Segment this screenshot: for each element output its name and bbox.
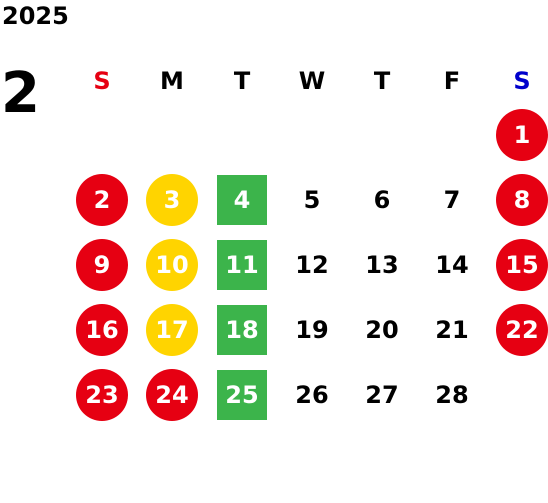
day-cell: 24 bbox=[137, 362, 207, 427]
day-25: 25 bbox=[217, 369, 267, 420]
day-4: 4 bbox=[217, 174, 267, 225]
day-cell: 17 bbox=[137, 297, 207, 362]
weekday-4: T bbox=[373, 67, 391, 95]
weekday-2: T bbox=[233, 67, 251, 95]
day-cell: 1 bbox=[487, 102, 548, 167]
weekday-3: W bbox=[298, 67, 326, 95]
day-19: 19 bbox=[295, 315, 329, 344]
day-cell: 22 bbox=[487, 297, 548, 362]
day-15: 15 bbox=[496, 238, 548, 291]
day-16: 16 bbox=[76, 303, 128, 356]
day-cell bbox=[417, 102, 487, 167]
day-12: 12 bbox=[295, 250, 329, 279]
day-28: 28 bbox=[435, 380, 469, 409]
day-cell bbox=[67, 102, 137, 167]
day-cell: 25 bbox=[207, 362, 277, 427]
day-27: 27 bbox=[365, 380, 399, 409]
day-cell: 27 bbox=[347, 362, 417, 427]
day-6: 6 bbox=[373, 185, 391, 214]
day-2: 2 bbox=[76, 173, 128, 226]
weekday-6: S bbox=[513, 67, 531, 95]
day-cell: 26 bbox=[277, 362, 347, 427]
day-cell bbox=[207, 102, 277, 167]
day-11: 11 bbox=[217, 239, 267, 290]
weekday-0: S bbox=[93, 67, 111, 95]
day-cell bbox=[137, 102, 207, 167]
day-13: 13 bbox=[365, 250, 399, 279]
year-label: 2025 bbox=[2, 2, 69, 30]
day-cell bbox=[277, 102, 347, 167]
day-cell: 6 bbox=[347, 167, 417, 232]
day-cell: 10 bbox=[137, 232, 207, 297]
day-20: 20 bbox=[365, 315, 399, 344]
weekday-1: M bbox=[160, 67, 184, 95]
day-26: 26 bbox=[295, 380, 329, 409]
day-24: 24 bbox=[146, 368, 198, 421]
day-cell: 8 bbox=[487, 167, 548, 232]
day-5: 5 bbox=[303, 185, 321, 214]
day-22: 22 bbox=[496, 303, 548, 356]
day-cell: 15 bbox=[487, 232, 548, 297]
day-21: 21 bbox=[435, 315, 469, 344]
day-cell: 7 bbox=[417, 167, 487, 232]
day-cell: 11 bbox=[207, 232, 277, 297]
day-cell: 23 bbox=[67, 362, 137, 427]
day-14: 14 bbox=[435, 250, 469, 279]
day-cell: 2 bbox=[67, 167, 137, 232]
week-row: 16 17 18 19 20 21 22 bbox=[67, 297, 548, 362]
day-10: 10 bbox=[146, 238, 198, 291]
day-cell: 14 bbox=[417, 232, 487, 297]
day-cell: 28 bbox=[417, 362, 487, 427]
day-cell bbox=[347, 102, 417, 167]
day-cell: 3 bbox=[137, 167, 207, 232]
day-cell: 18 bbox=[207, 297, 277, 362]
day-cell: 5 bbox=[277, 167, 347, 232]
month-number: 2 bbox=[1, 61, 40, 126]
week-row: 1 bbox=[67, 102, 548, 167]
day-17: 17 bbox=[146, 303, 198, 356]
day-1: 1 bbox=[496, 108, 548, 161]
weekday-5: F bbox=[443, 67, 461, 95]
day-3: 3 bbox=[146, 173, 198, 226]
day-7: 7 bbox=[443, 185, 461, 214]
day-cell: 20 bbox=[347, 297, 417, 362]
day-23: 23 bbox=[76, 368, 128, 421]
week-row: 9 10 11 12 13 14 15 bbox=[67, 232, 548, 297]
day-cell bbox=[487, 362, 548, 427]
day-cell: 4 bbox=[207, 167, 277, 232]
week-row: 23 24 25 26 27 28 bbox=[67, 362, 548, 427]
day-9: 9 bbox=[76, 238, 128, 291]
day-cell: 16 bbox=[67, 297, 137, 362]
day-cell: 21 bbox=[417, 297, 487, 362]
day-18: 18 bbox=[217, 304, 267, 355]
day-cell: 13 bbox=[347, 232, 417, 297]
day-cell: 9 bbox=[67, 232, 137, 297]
day-cell: 12 bbox=[277, 232, 347, 297]
day-8: 8 bbox=[496, 173, 548, 226]
day-cell: 19 bbox=[277, 297, 347, 362]
